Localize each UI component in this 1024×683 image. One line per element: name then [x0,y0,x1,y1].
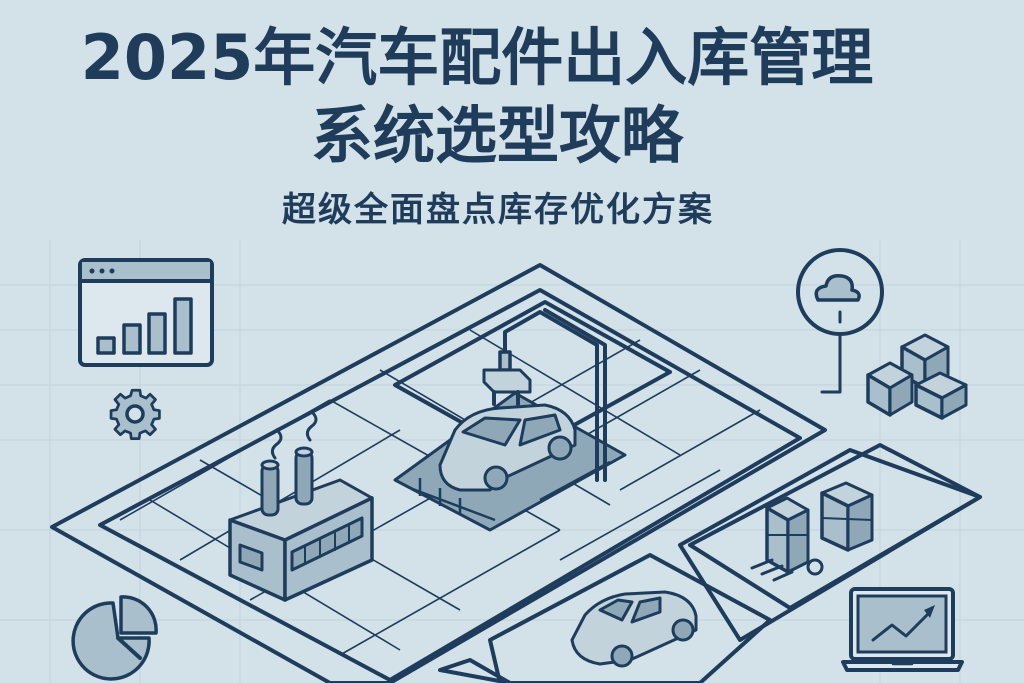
factory-icon [228,410,374,602]
car-icon [570,590,698,668]
hand-truck-boxes-icon [750,481,874,582]
pie-chart-icon [71,595,158,681]
title-line-2: 系统选型攻略 [310,99,683,172]
title-line-1: 2025年汽车配件出入库管理 [80,21,874,94]
stacked-boxes-icon [866,333,968,420]
warehouse-map-outline [50,263,982,683]
cloud-pin-icon [796,248,884,394]
subtitle: 超级全面盘点库存优化方案 [282,190,714,230]
robotic-arm-car-station-icon [393,300,672,532]
browser-bar-chart-icon [78,258,214,367]
laptop-trend-icon [841,587,964,672]
gear-icon [109,388,161,441]
